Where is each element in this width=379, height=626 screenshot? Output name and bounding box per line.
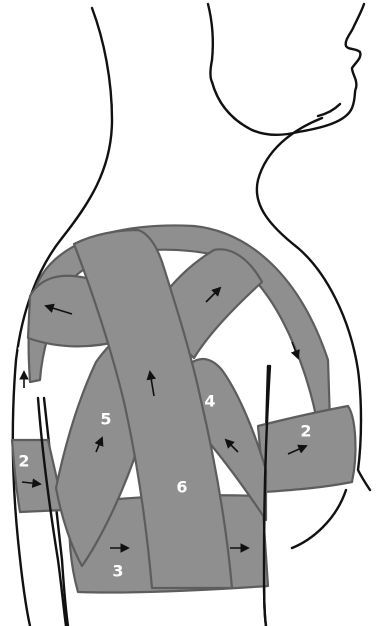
strip-5-label: 5 xyxy=(100,410,111,429)
strip-6-label: 6 xyxy=(176,478,187,497)
strip-2-right-tape xyxy=(258,406,355,492)
strip-2-label-front: 2 xyxy=(300,422,311,441)
strip-1-label-back: 1 xyxy=(16,344,27,363)
neck-front xyxy=(212,82,298,135)
head-top xyxy=(208,4,213,82)
strip-2-label-back: 2 xyxy=(18,452,29,471)
strip-4-label: 4 xyxy=(204,392,215,411)
strip-1-label-front: 1 xyxy=(272,316,283,335)
chin-crease xyxy=(318,104,340,116)
face-profile xyxy=(346,4,364,88)
chest-contour xyxy=(292,490,346,548)
tape-strips xyxy=(12,225,355,592)
strip-3-label: 3 xyxy=(112,562,123,581)
